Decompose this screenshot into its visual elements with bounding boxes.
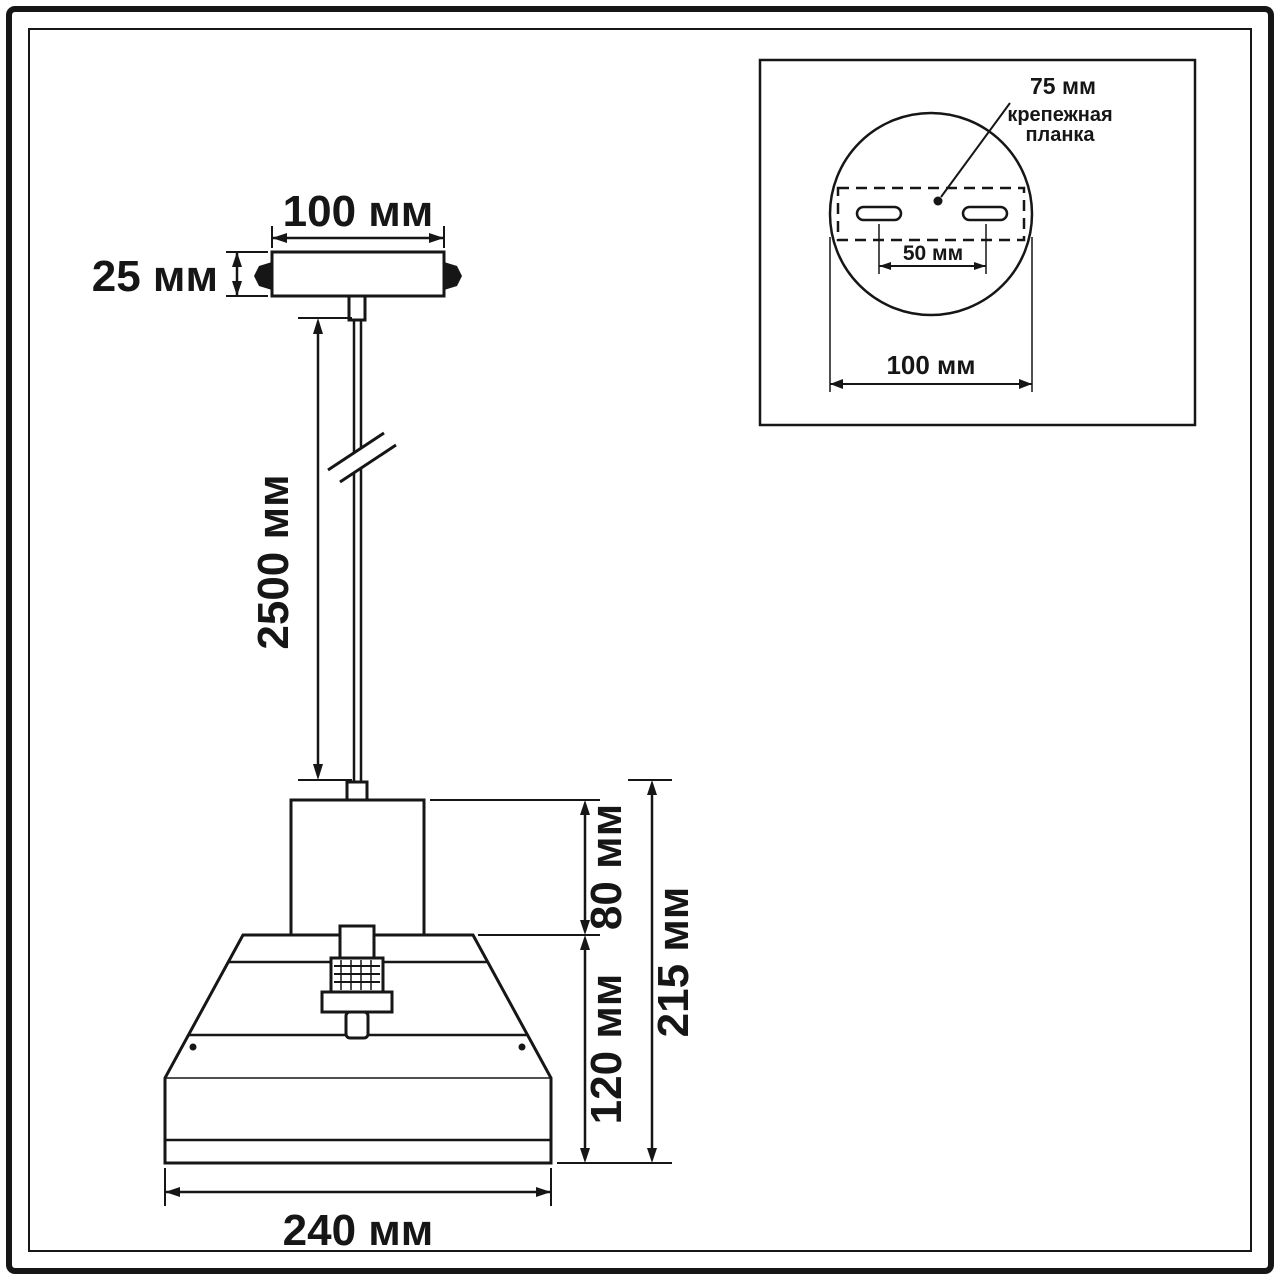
- slot-spacing-label: 50 мм: [903, 242, 963, 265]
- canopy-height-label: 25 мм: [92, 252, 218, 301]
- plate-name-line2: планка: [1025, 124, 1095, 146]
- shade-width-label: 240 мм: [283, 1206, 434, 1255]
- dim-plate-diameter: 100 мм: [829, 237, 1033, 392]
- plate-diameter-label: 100 мм: [886, 350, 975, 380]
- dim-shade-height: 120 мм: [557, 935, 672, 1164]
- dim-shade-width: 240 мм: [164, 1168, 552, 1255]
- page-frame: [6, 6, 1274, 1274]
- mounting-slot-right: [961, 205, 1009, 222]
- cable-break-slash: [339, 443, 397, 484]
- dim-cable-length: 2500 мм: [249, 317, 352, 781]
- lamp-neck: [289, 780, 426, 937]
- dim-neck-height: 80 мм: [430, 799, 631, 936]
- leader-dot: [933, 196, 943, 206]
- plate-name-line1: крепежная: [1007, 104, 1112, 126]
- lamp-socket: [320, 924, 394, 1040]
- dim-fixture-height: 215 мм: [628, 779, 698, 1163]
- neck-height-label: 80 мм: [582, 804, 631, 930]
- dim-canopy-width: 100 мм: [271, 187, 445, 248]
- canopy-width-label: 100 мм: [283, 187, 434, 236]
- ceiling-canopy: [254, 250, 462, 322]
- cable-break-gap: [331, 434, 395, 480]
- suspension-cable: [327, 320, 397, 784]
- dim-slot-spacing: 50 мм: [878, 224, 987, 274]
- fixture-height-label: 215 мм: [649, 887, 698, 1038]
- shade-rivet: [518, 1043, 526, 1051]
- shade-rivet: [189, 1043, 197, 1051]
- mounting-slot-left: [855, 205, 903, 222]
- mounting-bracket-outline: [836, 186, 1026, 242]
- shade-height-label: 120 мм: [582, 974, 631, 1125]
- cable-break-slash: [327, 431, 385, 472]
- cable-length-label: 2500 мм: [249, 474, 298, 649]
- leader-line: [940, 102, 1011, 198]
- mounting-inset: 75 мм крепежная планка 50 мм 100 мм: [758, 58, 1197, 427]
- plate-width-label: 75 мм: [1030, 73, 1096, 99]
- dim-canopy-height: 25 мм: [92, 251, 268, 301]
